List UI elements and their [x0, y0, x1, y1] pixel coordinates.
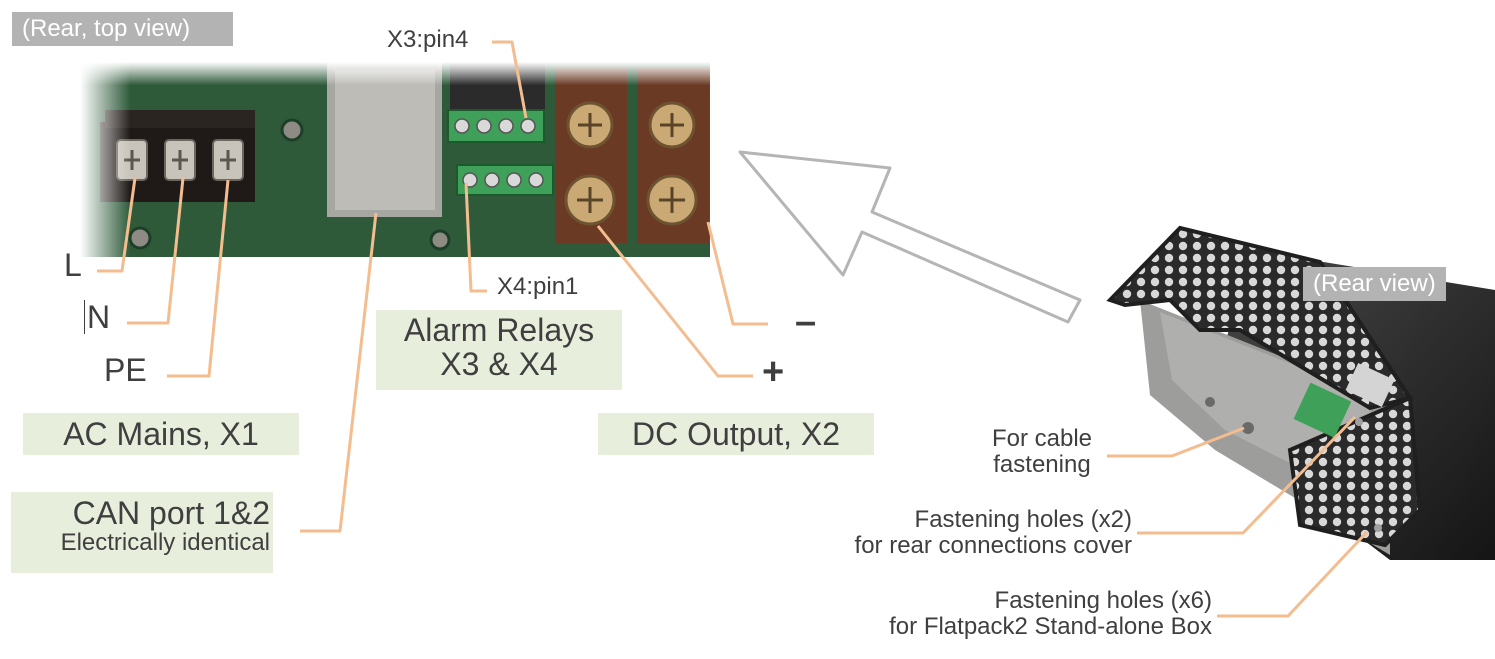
leader-pe — [167, 179, 230, 378]
rear-grille-top — [1106, 225, 1414, 411]
leader-l — [97, 177, 137, 273]
leader-cover-holes — [1137, 415, 1357, 535]
leader-can — [300, 212, 378, 533]
cover-holes-line1: Fastening holes (x2) — [914, 506, 1132, 533]
leader-cable — [1107, 426, 1245, 458]
box-holes-line2: for Flatpack2 Stand-alone Box — [889, 613, 1212, 640]
alarm-relays-title: Alarm Relays — [403, 312, 595, 348]
dc-plus-label: + — [762, 351, 785, 393]
can-port-title: CAN port 1&2 — [72, 495, 270, 531]
terminal-n-label: N — [84, 300, 110, 334]
cable-fastening-line1: For cable — [991, 425, 1092, 452]
pcb-photo — [80, 62, 710, 257]
x4-pin1-label: X4:pin1 — [497, 273, 579, 300]
rear-chassis-photo — [1106, 225, 1495, 560]
box-holes-label: Fastening holes (x6) for Flatpack2 Stand… — [889, 588, 1212, 640]
dc-minus-label: – — [795, 301, 817, 343]
top-view-tag: (Rear, top view) — [12, 12, 233, 46]
can-port-subtitle: Electrically identical — [60, 529, 270, 556]
dc-output-label: DC Output, X2 — [598, 413, 874, 455]
leader-box-holes — [1217, 530, 1369, 618]
rear-grille-end — [1287, 395, 1423, 548]
leader-dc-plus — [596, 225, 753, 378]
can-port-box: CAN port 1&2 Electrically identical — [11, 492, 273, 573]
alarm-relays-box: Alarm Relays X3 & X4 — [376, 310, 622, 390]
x3-pin4-label: X3:pin4 — [387, 26, 469, 53]
view-direction-arrow — [738, 150, 1082, 324]
cable-fastening-label: For cable fastening — [992, 426, 1092, 478]
leader-n — [127, 177, 185, 325]
cover-holes-line2: for rear connections cover — [854, 532, 1132, 559]
rear-view-tag: (Rear view) — [1303, 267, 1446, 301]
terminal-l-label: L — [64, 247, 82, 283]
box-holes-line1: Fastening holes (x6) — [994, 587, 1212, 614]
terminal-pe-label: PE — [104, 352, 147, 388]
leader-dc-minus — [706, 221, 768, 326]
cable-fastening-line2: fastening — [993, 451, 1091, 478]
leader-x3-pin4 — [492, 40, 528, 119]
cover-holes-label: Fastening holes (x2) for rear connection… — [855, 507, 1132, 559]
leader-lines — [97, 40, 1369, 618]
alarm-relays-subtitle: X3 & X4 — [440, 346, 558, 382]
leader-x4-pin1 — [464, 182, 487, 293]
ac-mains-label: AC Mains, X1 — [23, 413, 299, 455]
